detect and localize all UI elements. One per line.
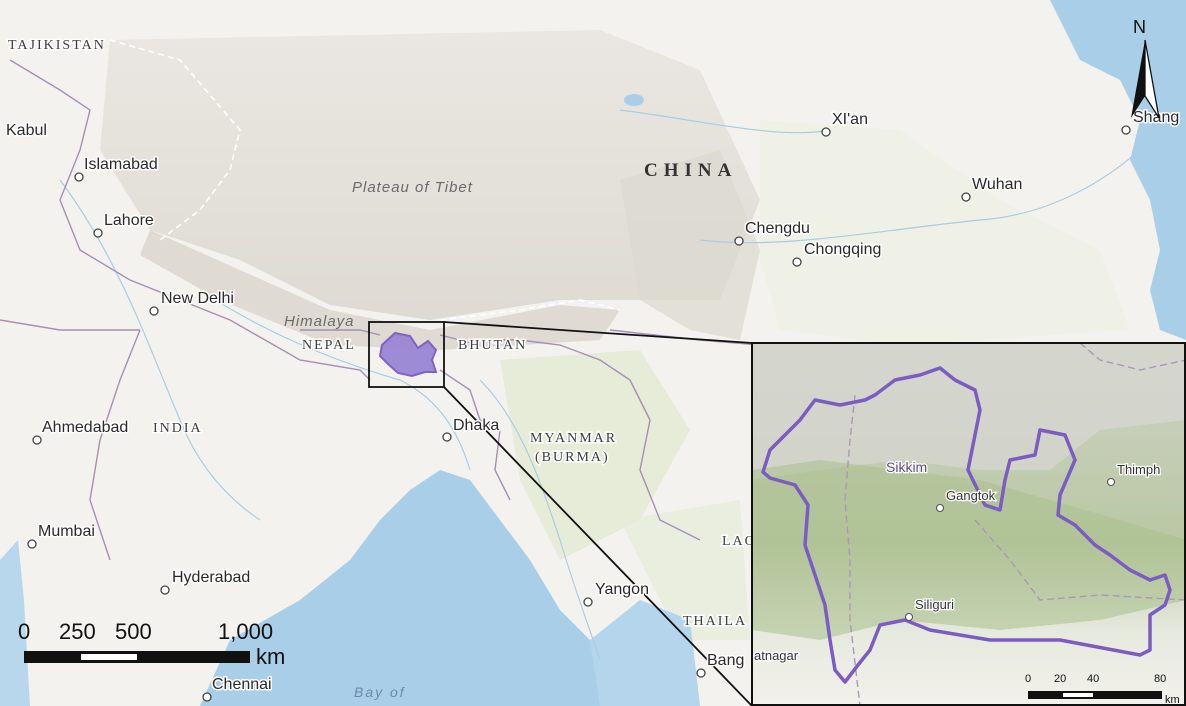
- label-thailand: THAILA: [683, 614, 747, 629]
- label-tajikistan: TAJIKISTAN: [8, 38, 106, 53]
- inset-map: Sikkim Gangtok Thimph Siliguri atnagar 0…: [752, 343, 1186, 706]
- scale-tick-500: 500: [115, 619, 152, 644]
- disputed-boundaries: [109, 39, 621, 321]
- lake: [624, 94, 644, 106]
- north-arrow-left-half: [1131, 40, 1145, 118]
- inset-scale-bar: 0 20 40 80 km: [1025, 673, 1180, 706]
- north-arrow-label: N: [1133, 17, 1146, 37]
- label-wuhan: Wuhan: [972, 176, 1022, 193]
- label-chongqing: Chongqing: [804, 241, 881, 258]
- scale-tick-250: 250: [59, 619, 96, 644]
- label-china: CHINA: [644, 160, 737, 181]
- inset-label-thimphu: Thimph: [1117, 462, 1160, 477]
- label-shanghai: Shang: [1133, 109, 1179, 126]
- label-yangon: Yangon: [595, 581, 649, 598]
- label-india: INDIA: [153, 421, 203, 436]
- label-xian: XI'an: [832, 111, 868, 128]
- label-lahore: Lahore: [104, 212, 154, 229]
- inset-label-biratnagar: atnagar: [754, 648, 799, 663]
- label-plateau-of-tibet: Plateau of Tibet: [352, 179, 473, 196]
- label-islamabad: Islamabad: [84, 156, 158, 173]
- north-arrow-right-half: [1144, 39, 1160, 119]
- arabian-sea: [0, 540, 30, 706]
- bay-of-bengal: [200, 470, 650, 706]
- inset-frame: [751, 342, 1186, 706]
- scale-tick-1000: 1,000: [218, 619, 273, 644]
- scale-bar: 0 250 500 1,000 km: [18, 619, 285, 669]
- inset-label-sikkim: Sikkim: [886, 459, 927, 475]
- label-chennai: Chennai: [212, 676, 272, 693]
- locator-box: [368, 321, 445, 388]
- inset-gangtok-marker: [935, 503, 945, 513]
- hengduan-relief: [620, 150, 760, 340]
- label-bay-of: Bay of: [354, 684, 406, 700]
- inset-boundaries: [844, 343, 1186, 706]
- country-boundaries: [0, 59, 761, 561]
- north-arrow: N: [1131, 17, 1160, 119]
- inset-scale-tick-40: 40: [1087, 673, 1099, 685]
- tibet-plateau-relief: [100, 30, 760, 320]
- inset-label-siliguri: Siliguri: [915, 597, 954, 612]
- label-myanmar: MYANMAR: [530, 431, 617, 446]
- label-nepal: NEPAL: [302, 338, 356, 353]
- label-hyderabad: Hyderabad: [172, 569, 250, 586]
- label-laos: LAO: [722, 534, 757, 549]
- label-himalaya: Himalaya: [284, 313, 355, 330]
- city-markers: [27, 125, 1131, 702]
- scale-tick-0: 0: [18, 619, 30, 644]
- inset-scale-unit: km: [1165, 694, 1180, 706]
- label-bangkok: Bang: [707, 652, 744, 669]
- andaman-sea: [590, 600, 700, 706]
- label-ahmedabad: Ahmedabad: [42, 419, 128, 436]
- label-chengdu: Chengdu: [745, 220, 810, 237]
- rivers: [59, 109, 1151, 661]
- inset-scale-tick-80: 80: [1154, 673, 1166, 685]
- label-burma: (BURMA): [535, 450, 610, 465]
- label-dhaka: Dhaka: [453, 417, 499, 434]
- inset-thimphu-marker: [1106, 477, 1116, 487]
- scale-unit: km: [256, 644, 285, 669]
- inset-scale-tick-0: 0: [1025, 673, 1031, 685]
- label-mumbai: Mumbai: [38, 523, 95, 540]
- connector-top: [443, 321, 753, 344]
- label-bhutan: BHUTAN: [458, 338, 527, 353]
- vegetation-thailand: [620, 500, 750, 640]
- vegetation-myanmar: [500, 350, 690, 560]
- himalaya-relief: [140, 230, 620, 350]
- connector-bottom: [443, 386, 753, 706]
- inset-siliguri-marker: [904, 612, 914, 622]
- study-area-polygon: [378, 331, 438, 378]
- inset-label-gangtok: Gangtok: [946, 488, 996, 503]
- inset-study-area-outline: [761, 366, 1172, 684]
- inset-scale-tick-20: 20: [1054, 673, 1066, 685]
- label-new-delhi: New Delhi: [161, 290, 234, 307]
- vegetation-east-china: [760, 120, 1130, 345]
- label-kabul: Kabul: [6, 122, 47, 139]
